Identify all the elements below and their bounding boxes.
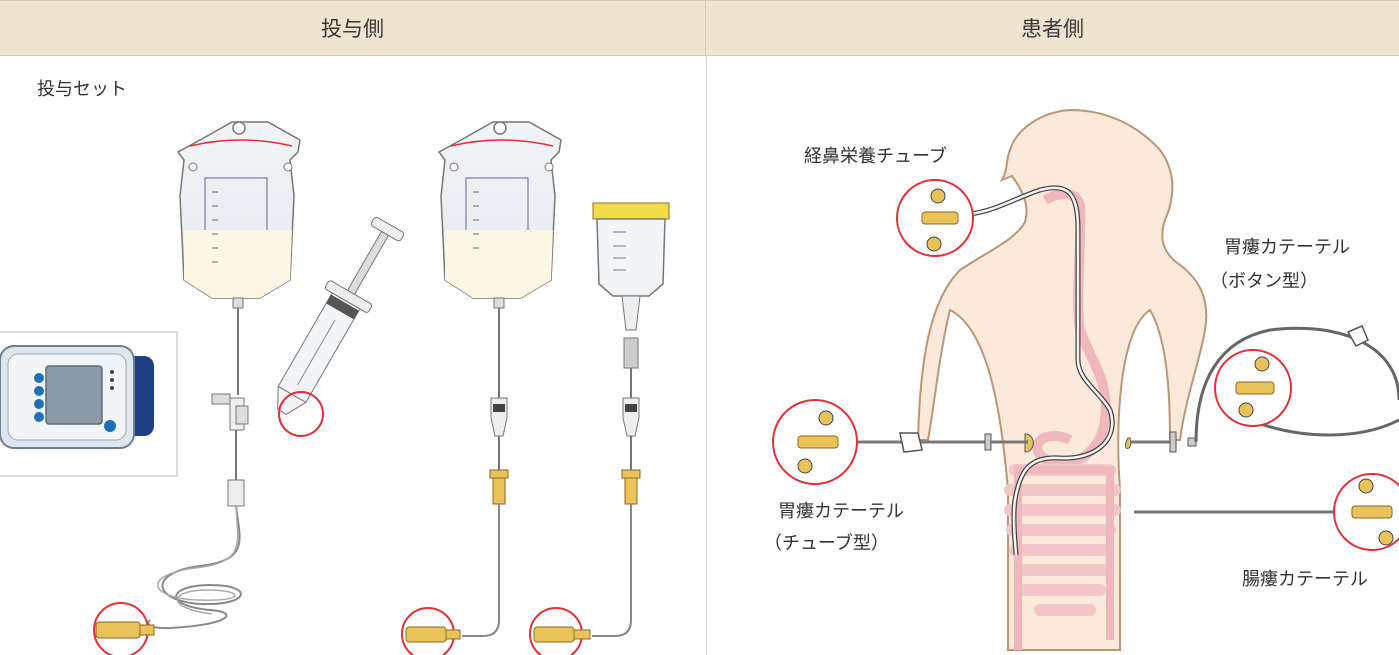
gastrostomy-tube-label: 胃瘻カテーテル: [778, 501, 904, 522]
nasal-tube-connector: [896, 179, 974, 257]
column-divider: [706, 56, 707, 655]
gastrostomy-tube-type: [772, 399, 1034, 485]
enfit-connector-2: [401, 607, 461, 655]
gastrostomy-button-label: 胃瘻カテーテル: [1224, 237, 1350, 258]
enterostomy-label: 腸瘻カテーテル: [1242, 569, 1368, 590]
enterostomy-catheter: [1134, 473, 1399, 551]
pump-infusion-line: [147, 308, 249, 630]
digestive-tract: [1004, 188, 1121, 650]
feeding-container: [592, 202, 670, 637]
syringe-tip-highlight: [278, 391, 324, 437]
nasal-tube-label: 経鼻栄養チューブ: [804, 146, 947, 167]
enfit-connector-1: [93, 602, 155, 655]
administration-set-label: 投与セット: [37, 79, 127, 100]
gastrostomy-button-sublabel: （ボタン型）: [1210, 271, 1318, 292]
gastrostomy-tube-sublabel: （チューブ型）: [764, 533, 889, 554]
feeding-bag-2: [437, 121, 562, 637]
header-administration-side: 投与側: [0, 0, 706, 56]
nasal-tube-line: [954, 185, 1115, 556]
human-body-silhouette: [916, 108, 1208, 651]
syringe: [277, 216, 405, 415]
header-patient-side: 患者側: [706, 0, 1399, 56]
feeding-pump-device: [0, 331, 178, 477]
feeding-bag-1: [176, 121, 301, 309]
gastrostomy-button-type: [1125, 325, 1399, 453]
enfit-connector-3: [529, 607, 591, 655]
